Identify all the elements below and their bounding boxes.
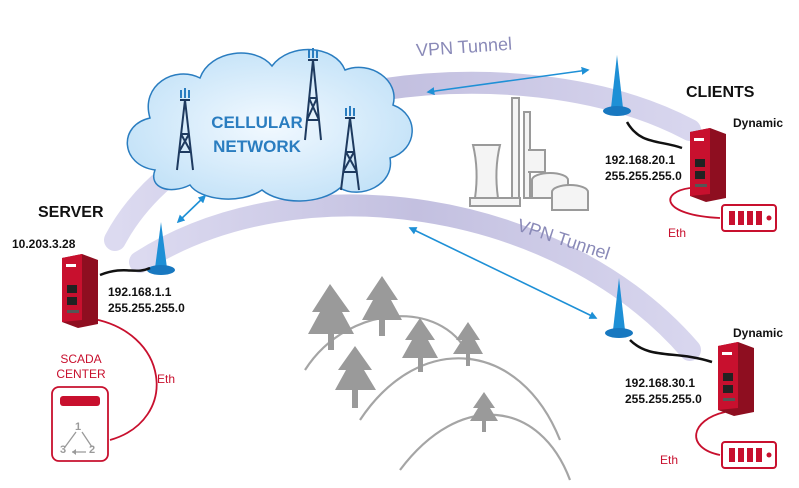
client2-router-icon: [718, 342, 754, 416]
server-router-icon: [62, 254, 98, 328]
client2-eth-cable: [695, 411, 726, 456]
vpn-tunnel-bottom-band: [129, 194, 701, 361]
scada-node-1: 1: [75, 421, 82, 433]
hills-scenery: [304, 315, 572, 481]
link-arrow-cloud-client1: [426, 66, 590, 96]
clients-title: CLIENTS: [686, 84, 755, 101]
antenna-server-icon: [147, 222, 175, 275]
client2-eth-label: Eth: [660, 453, 679, 467]
link-arrow-cloud-client2: [408, 227, 598, 319]
antenna-client2-icon: [605, 278, 633, 338]
client1-eth-label: Eth: [668, 226, 687, 240]
scada-terminal-icon: [51, 386, 109, 462]
client1-mask: 255.255.255.0: [605, 169, 682, 183]
link-arrow-server-cloud: [176, 194, 207, 224]
scada-label-line1: SCADA: [60, 352, 102, 366]
cellular-cloud: [126, 48, 413, 202]
client1-antenna-cable: [625, 121, 683, 150]
server-lan-ip: 192.168.1.1: [108, 285, 172, 299]
scada-eth-cable: [87, 317, 158, 441]
antenna-client1-icon: [603, 55, 631, 116]
client1-eth-cable: [669, 187, 721, 219]
cloud-label-line2: NETWORK: [213, 137, 301, 156]
scada-node-2: 2: [89, 444, 96, 456]
cloud-label: CELLULAR NETWORK: [202, 111, 312, 159]
server-antenna-cable: [99, 266, 151, 277]
client2-plc-device-icon: [721, 441, 777, 469]
scada-node-3: 3: [60, 444, 67, 456]
scada-eth-label: Eth: [157, 372, 176, 386]
client1-wan-label: Dynamic: [733, 116, 784, 130]
client2-mask: 255.255.255.0: [625, 392, 702, 406]
server-lan-mask: 255.255.255.0: [108, 301, 185, 315]
industrial-plant-icon: [469, 97, 589, 211]
scada-center-label: SCADA CENTER: [56, 352, 106, 382]
trees-icon: [308, 276, 498, 432]
client2-wan-label: Dynamic: [733, 326, 784, 340]
server-wan-ip: 10.203.3.28: [12, 237, 76, 251]
scada-label-line2: CENTER: [56, 367, 106, 381]
server-title: SERVER: [38, 204, 104, 221]
client1-ip: 192.168.20.1: [605, 153, 676, 167]
client2-antenna-cable: [629, 339, 713, 364]
cell-tower-icons: [176, 48, 360, 191]
client1-router-icon: [690, 128, 726, 202]
client1-plc-device-icon: [721, 204, 777, 232]
client2-ip: 192.168.30.1: [625, 376, 696, 390]
cloud-label-line1: CELLULAR: [211, 113, 303, 132]
